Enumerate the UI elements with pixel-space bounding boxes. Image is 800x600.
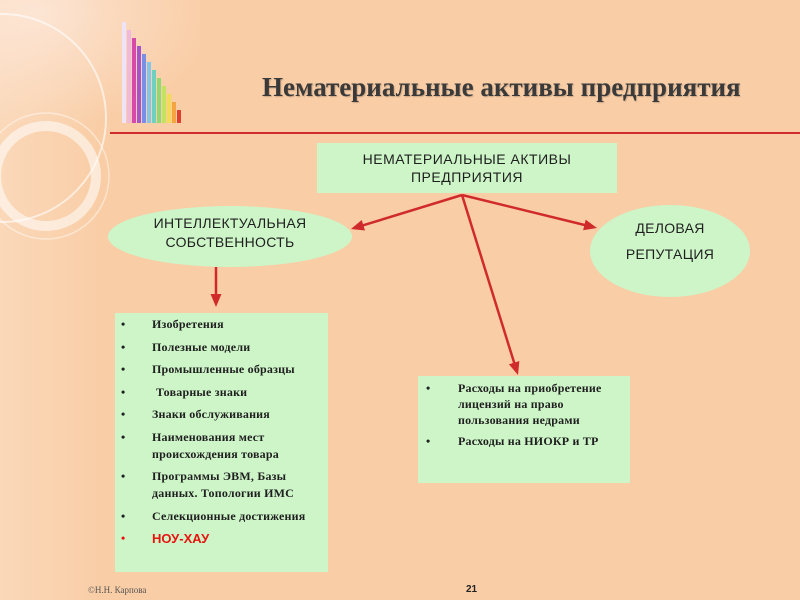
page-number: 21	[466, 584, 478, 595]
list-item: Промышленные образцы	[115, 361, 328, 378]
list-bullet	[121, 429, 125, 446]
business-reputation-line-2: РЕПУТАЦИЯ	[625, 246, 715, 262]
list-item-text: Селекционные достижения	[152, 508, 306, 523]
list-bullet	[121, 339, 125, 356]
list-item-text: Полезные модели	[152, 339, 251, 354]
list-bullet	[121, 508, 125, 525]
slide-title: Нематериальные активы предприятия	[262, 72, 741, 102]
decorative-rings	[0, 13, 110, 240]
decor-bar	[137, 46, 141, 123]
decor-ring	[0, 13, 107, 223]
decor-bar	[127, 30, 131, 123]
title-underline	[110, 132, 800, 134]
intellectual-property-node: ИНТЕЛЛЕКТУАЛЬНАЯ СОБСТВЕННОСТЬ	[108, 206, 352, 267]
root-node-line-1: НЕМАТЕРИАЛЬНЫЕ АКТИВЫ	[362, 151, 572, 167]
list-item: Полезные модели	[115, 339, 328, 356]
decor-ring	[0, 112, 110, 240]
list-bullet	[121, 316, 125, 333]
decor-bar	[162, 86, 166, 123]
list-item-text: Программы ЭВМ, Базы данных. Топологии ИМ…	[152, 469, 295, 500]
list-item: Программы ЭВМ, Базы данных. Топологии ИМ…	[115, 468, 328, 502]
list-item-text: Промышленные образцы	[152, 362, 295, 376]
list-bullet	[121, 530, 125, 547]
expenses-list: Расходы на приобретение лицензий на прав…	[418, 380, 630, 449]
list-bullet	[426, 433, 430, 449]
list-item-text: Наименования мест происхождения товара	[152, 429, 279, 461]
list-item: Знаки обслуживания	[115, 406, 328, 423]
list-item-text: Расходы на НИОКР и ТР	[458, 434, 599, 448]
decor-bar	[177, 110, 181, 123]
root-node-intangible-assets: НЕМАТЕРИАЛЬНЫЕ АКТИВЫ ПРЕДПРИЯТИЯ	[317, 143, 617, 193]
footer-author: ©Н.Н. Карпова	[88, 585, 147, 595]
corner-glow	[0, 0, 200, 130]
list-bullet	[121, 361, 125, 378]
decor-bar	[157, 78, 161, 123]
list-item-text: Изобретения	[152, 317, 224, 331]
decor-bar	[122, 22, 126, 123]
list-item: Товарные знаки	[115, 384, 328, 401]
list-item-text: НОУ-ХАУ	[152, 531, 210, 546]
decor-bar	[147, 62, 151, 123]
intellectual-property-line-2: СОБСТВЕННОСТЬ	[165, 234, 295, 250]
decor-bar	[152, 70, 156, 123]
list-bullet	[121, 406, 125, 423]
business-reputation-node: ДЕЛОВАЯ РЕПУТАЦИЯ	[590, 205, 750, 297]
list-item-highlighted: НОУ-ХАУ	[115, 530, 328, 548]
list-bullet	[426, 380, 430, 396]
decor-ring	[0, 121, 101, 231]
intellectual-property-items-box: Изобретения Полезные модели Промышленные…	[115, 313, 328, 572]
list-item: Селекционные достижения	[115, 508, 328, 525]
list-item-text: Знаки обслуживания	[152, 407, 270, 421]
decor-bar	[142, 54, 146, 123]
intellectual-property-line-1: ИНТЕЛЛЕКТУАЛЬНАЯ	[153, 215, 307, 231]
expenses-items-box: Расходы на приобретение лицензий на прав…	[418, 376, 630, 483]
list-item: Расходы на приобретение лицензий на прав…	[418, 380, 630, 428]
decor-bar	[172, 102, 176, 123]
rainbow-bars	[122, 22, 181, 123]
list-bullet	[121, 468, 125, 485]
business-reputation-line-1: ДЕЛОВАЯ	[635, 220, 705, 236]
list-item-text: Расходы на приобретение лицензий на прав…	[458, 381, 602, 427]
list-item: Наименования мест происхождения товара	[115, 429, 328, 463]
list-bullet	[121, 384, 125, 401]
list-item: Расходы на НИОКР и ТР	[418, 433, 630, 449]
list-item: Изобретения	[115, 316, 328, 333]
decor-bar	[132, 38, 136, 123]
intellectual-property-list: Изобретения Полезные модели Промышленные…	[115, 316, 328, 548]
decor-bar	[167, 94, 171, 123]
list-item-text: Товарные знаки	[156, 384, 248, 399]
root-node-line-2: ПРЕДПРИЯТИЯ	[410, 169, 524, 185]
